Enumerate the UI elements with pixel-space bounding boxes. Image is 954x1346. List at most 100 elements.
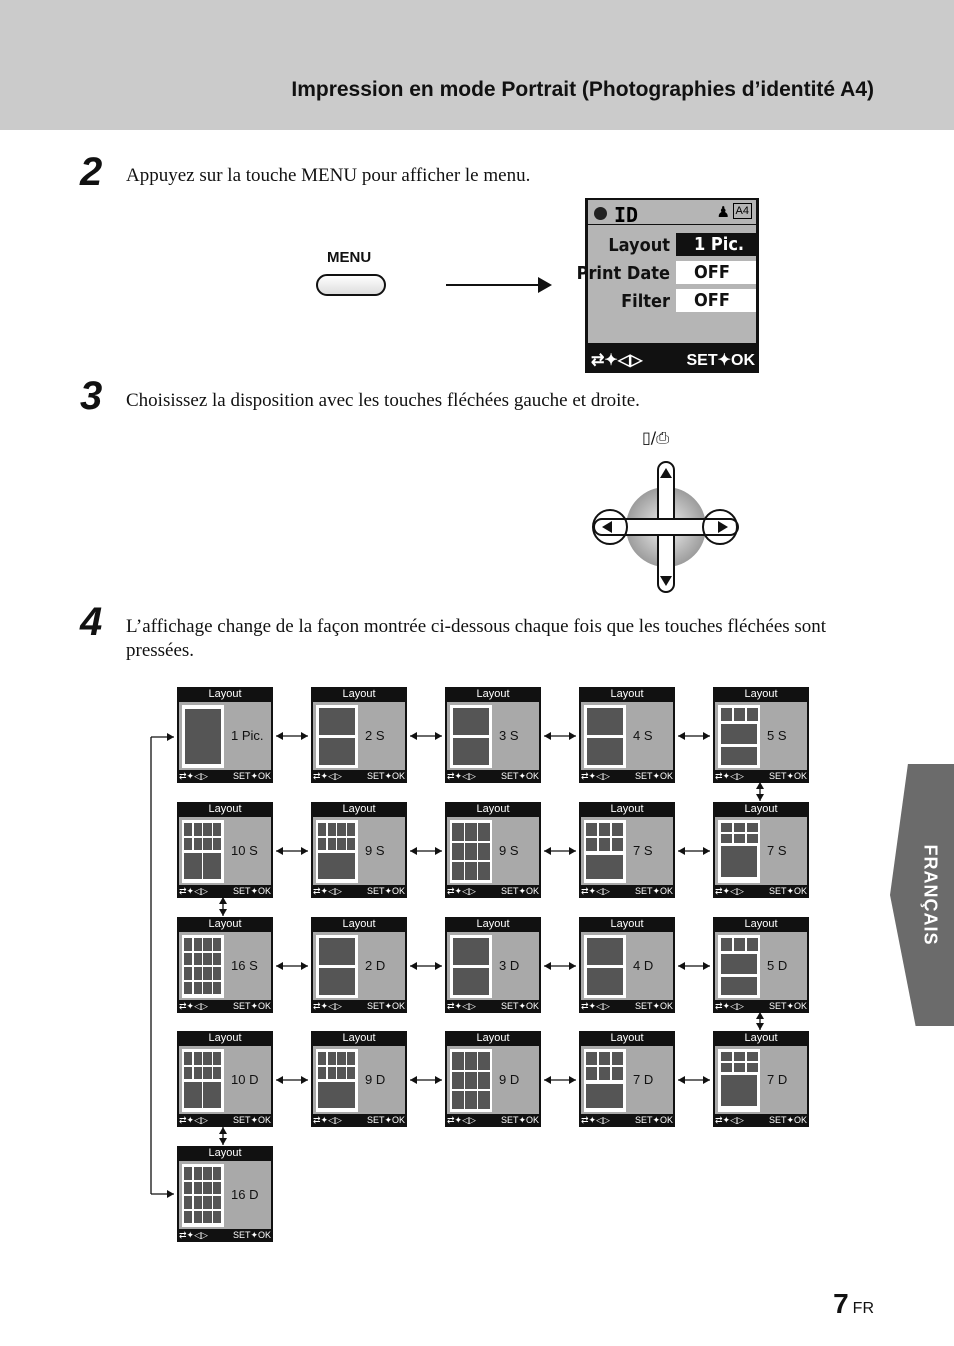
photo-cell	[318, 853, 356, 879]
mode-dot-icon	[594, 207, 607, 220]
photo-cell	[193, 1052, 203, 1065]
layout-thumbnail: Layout 9 S ⇄✦◁▷ SET✦OK	[445, 802, 541, 898]
thumbnail-footer: ⇄✦◁▷ SET✦OK	[445, 770, 541, 783]
thumbnail-body: 7 D	[715, 1046, 807, 1114]
photo-cell	[746, 823, 758, 832]
lcd-top-bar: ID ♟ A4	[588, 200, 756, 227]
arrowhead-icon	[756, 1012, 764, 1019]
photo-cell	[720, 938, 732, 951]
layout-label: 7 D	[633, 1072, 654, 1087]
thumbnail-body: 4 D	[581, 932, 673, 1000]
arrowhead-icon	[544, 732, 551, 740]
thumbnail-footer-set: SET✦OK	[634, 1115, 673, 1125]
photo-cell	[184, 1052, 193, 1065]
layout-label: 16 D	[231, 1187, 259, 1202]
photo-cell	[471, 737, 489, 765]
photo-cell	[203, 852, 222, 880]
photo-cell	[203, 1052, 212, 1065]
photo-cell	[337, 1066, 346, 1080]
thumbnail-footer-nav: ⇄✦◁▷	[313, 1115, 342, 1125]
photo-cell	[337, 837, 346, 851]
thumbnail-body: 7 S	[581, 817, 673, 885]
arrowhead-icon	[678, 847, 685, 855]
layout-label: 3 S	[499, 728, 519, 743]
photo-cell	[203, 1181, 212, 1195]
photo-cell	[599, 823, 611, 836]
thumbnail-footer-nav: ⇄✦◁▷	[447, 771, 476, 781]
up-arrow-icon	[660, 468, 672, 478]
photo-cell	[746, 1052, 758, 1061]
thumbnail-title: Layout	[342, 1032, 376, 1044]
thumbnail-footer: ⇄✦◁▷ SET✦OK	[311, 885, 407, 898]
photo-cell	[720, 833, 732, 843]
arrowhead-icon	[219, 1138, 227, 1145]
photo-cell	[184, 1196, 193, 1209]
paper-preview	[584, 705, 626, 768]
thumbnail-footer: ⇄✦◁▷ SET✦OK	[311, 1000, 407, 1013]
photo-cell	[213, 967, 222, 980]
left-arrow-icon	[602, 521, 612, 533]
arrowhead-icon	[569, 962, 576, 970]
lcd-row-value: OFF	[676, 261, 756, 284]
thumbnail-footer-nav: ⇄✦◁▷	[179, 771, 208, 781]
arrowhead-icon	[301, 732, 308, 740]
photo-cell	[193, 1066, 203, 1080]
thumbnail-title: Layout	[208, 688, 242, 700]
paper-preview	[182, 1049, 224, 1112]
paper-preview	[718, 935, 760, 998]
photo-cell	[347, 1066, 356, 1080]
thumbnail-title: Layout	[342, 918, 376, 930]
thumbnail-title: Layout	[744, 803, 778, 815]
photo-cell	[720, 1062, 732, 1072]
layout-thumbnail: Layout 9 D ⇄✦◁▷ SET✦OK	[445, 1031, 541, 1127]
photo-cell	[733, 823, 745, 832]
photo-cell	[347, 1052, 356, 1065]
photo-cell	[193, 938, 203, 951]
arrowhead-icon	[301, 1076, 308, 1084]
thumbnail-title: Layout	[208, 918, 242, 930]
thumbnail-footer-set: SET✦OK	[366, 1001, 405, 1011]
photo-cell	[746, 1062, 758, 1072]
arrowhead-icon	[219, 909, 227, 916]
arrowhead-icon	[410, 1076, 417, 1084]
photo-cell	[203, 952, 212, 966]
dpad-function-label: ▯/⎙	[642, 428, 669, 447]
layout-label: 10 D	[231, 1072, 259, 1087]
thumbnail-body: 5 S	[715, 702, 807, 770]
arrowhead-icon	[544, 1076, 551, 1084]
photo-cell	[184, 952, 193, 966]
thumbnail-footer-set: SET✦OK	[232, 886, 271, 896]
thumbnail-title: Layout	[476, 918, 510, 930]
photo-cell	[612, 1067, 624, 1080]
thumbnail-title: Layout	[744, 1032, 778, 1044]
photo-cell	[465, 842, 477, 861]
layout-label: 7 S	[633, 843, 653, 858]
photo-cell	[213, 1181, 222, 1195]
thumbnail-body: 3 D	[447, 932, 539, 1000]
photo-cell	[184, 1210, 193, 1224]
lcd-row-label: Layout	[608, 235, 670, 256]
layout-thumbnail: Layout 3 D ⇄✦◁▷ SET✦OK	[445, 917, 541, 1013]
photo-cell	[319, 737, 355, 765]
layout-label: 5 D	[767, 958, 788, 973]
thumbnail-footer-set: SET✦OK	[500, 886, 539, 896]
right-key-highlight	[702, 509, 738, 545]
dpad-illustration	[592, 461, 739, 593]
photo-cell	[453, 967, 471, 995]
thumbnail-footer-set: SET✦OK	[634, 886, 673, 896]
photo-cell	[453, 737, 471, 765]
thumbnail-title: Layout	[208, 1032, 242, 1044]
lcd-footer: ⇄✦◁▷ SET✦OK	[585, 347, 759, 373]
photo-cell	[318, 1052, 327, 1065]
photo-cell	[721, 846, 757, 877]
layout-thumbnail: Layout 7 S ⇄✦◁▷ SET✦OK	[713, 802, 809, 898]
down-arrow-icon	[660, 576, 672, 586]
photo-cell	[605, 708, 623, 736]
thumbnail-body: 4 S	[581, 702, 673, 770]
paper-preview	[450, 1049, 492, 1112]
photo-cell	[184, 1181, 193, 1195]
photo-cell	[612, 838, 624, 851]
lcd-footer-set: SET✦OK	[686, 352, 755, 369]
photo-cell	[347, 837, 356, 851]
arrowhead-icon	[276, 962, 283, 970]
